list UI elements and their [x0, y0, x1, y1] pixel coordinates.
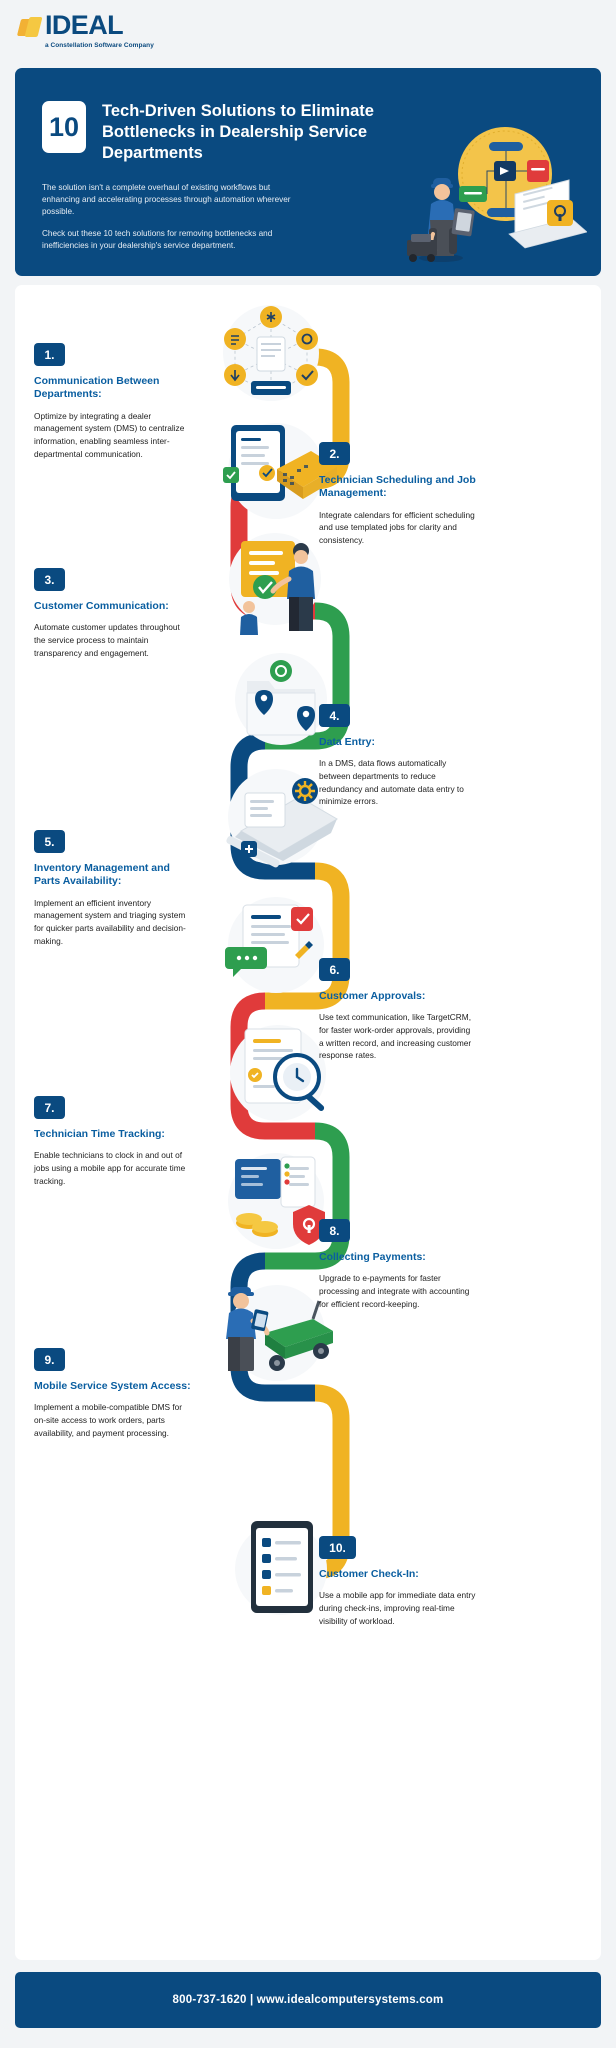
step-heading-9: Mobile Service System Access:	[34, 1380, 191, 1392]
step-number-6: 6.	[319, 958, 350, 981]
step-item-7: 7. Technician Time Tracking: Enable tech…	[34, 1096, 192, 1187]
hero-banner: 10 Tech-Driven Solutions to Eliminate Bo…	[15, 68, 601, 276]
hero-paragraph-1: The solution isn't a complete overhaul o…	[42, 183, 291, 216]
step-item-6: 6. Customer Approvals: Use text communic…	[319, 958, 477, 1062]
folder-location-illustration	[235, 653, 327, 745]
step-heading-4: Data Entry:	[319, 736, 376, 748]
step-body-2: Integrate calendars for efficient schedu…	[319, 509, 475, 546]
step-body-3: Automate customer updates throughout the…	[34, 622, 180, 658]
hero-illustration	[407, 127, 587, 262]
logo-wordmark: IDEAL	[45, 10, 124, 40]
step-item-5: 5. Inventory Management and Parts Availa…	[34, 830, 192, 947]
step-item-2: 2. Technician Scheduling and Job Managem…	[319, 442, 477, 547]
step-item-1: 1. Communication Between Departments: Op…	[34, 343, 192, 460]
footer-contact-text[interactable]: 800-737-1620 | www.idealcomputersystems.…	[172, 1994, 444, 2006]
step-heading-3: Customer Communication:	[34, 600, 169, 612]
step-item-8: 8. Collecting Payments: Upgrade to e-pay…	[319, 1219, 477, 1310]
step-number-10: 10.	[319, 1536, 356, 1559]
steps-card: 1. Communication Between Departments: Op…	[15, 285, 601, 1960]
step-number-9: 9.	[34, 1348, 65, 1371]
mobile-technician-illustration	[226, 1285, 333, 1381]
step-number-1: 1.	[34, 343, 65, 366]
step-item-4: 4. Data Entry: In a DMS, data flows auto…	[319, 704, 477, 808]
payment-coins-illustration	[228, 1153, 325, 1249]
step-item-3: 3. Customer Communication: Automate cust…	[34, 568, 192, 659]
step-heading-7: Technician Time Tracking:	[34, 1128, 165, 1140]
hero-number-badge: 10	[42, 101, 86, 153]
step-heading-5: Inventory Management and Parts Availabil…	[34, 862, 170, 888]
step-number-7: 7.	[34, 1096, 65, 1119]
logo-bar: IDEAL a Constellation Software Company	[0, 0, 616, 57]
laptop-gear-illustration	[226, 769, 338, 868]
tablet-checklist-illustration	[235, 1521, 327, 1615]
step-heading-6: Customer Approvals:	[319, 990, 426, 1002]
step-number-8: 8.	[319, 1219, 350, 1242]
step-body-5: Implement an efficient inventory managem…	[34, 897, 186, 946]
step-item-10: 10. Customer Check-In: Use a mobile app …	[319, 1536, 477, 1627]
handshake-customer-illustration	[229, 533, 321, 635]
hero-paragraph-2: Check out these 10 tech solutions for re…	[42, 229, 273, 250]
step-number-2: 2.	[319, 442, 350, 465]
tablet-calendar-illustration	[223, 423, 337, 519]
logo-tagline: a Constellation Software Company	[45, 42, 154, 49]
step-body-8: Upgrade to e-payments for faster process…	[319, 1273, 470, 1309]
step-number-3: 3.	[34, 568, 65, 591]
step-body-10: Use a mobile app for immediate data entr…	[319, 1590, 476, 1626]
step-body-1: Optimize by integrating a dealer managem…	[34, 410, 185, 459]
step-body-9: Implement a mobile-compatible DMS for on…	[34, 1402, 183, 1438]
step-number-5: 5.	[34, 830, 65, 853]
step-heading-8: Collecting Payments:	[319, 1251, 426, 1263]
clock-magnifier-illustration	[230, 1025, 326, 1121]
step-body-6: Use text communication, like TargetCRM, …	[319, 1012, 472, 1061]
ideal-logo-mark-icon	[16, 16, 43, 40]
chat-approval-illustration	[225, 897, 324, 993]
step-body-7: Enable technicians to clock in and out o…	[34, 1150, 186, 1186]
step-body-4: In a DMS, data flows automatically betwe…	[319, 758, 464, 807]
footer-contact-bar: 800-737-1620 | www.idealcomputersystems.…	[15, 1972, 601, 2028]
page-title: Tech-Driven Solutions to Eliminate Bottl…	[102, 102, 374, 163]
step-heading-1: Communication Between Departments:	[34, 375, 160, 401]
step-heading-10: Customer Check-In:	[319, 1568, 419, 1580]
step-number-4: 4.	[319, 704, 350, 727]
step-item-9: 9. Mobile Service System Access: Impleme…	[34, 1348, 192, 1439]
step-heading-2: Technician Scheduling and Job Management…	[319, 474, 476, 500]
network-nodes-illustration	[223, 305, 319, 401]
brand-logo: IDEAL a Constellation Software Company	[16, 10, 154, 49]
